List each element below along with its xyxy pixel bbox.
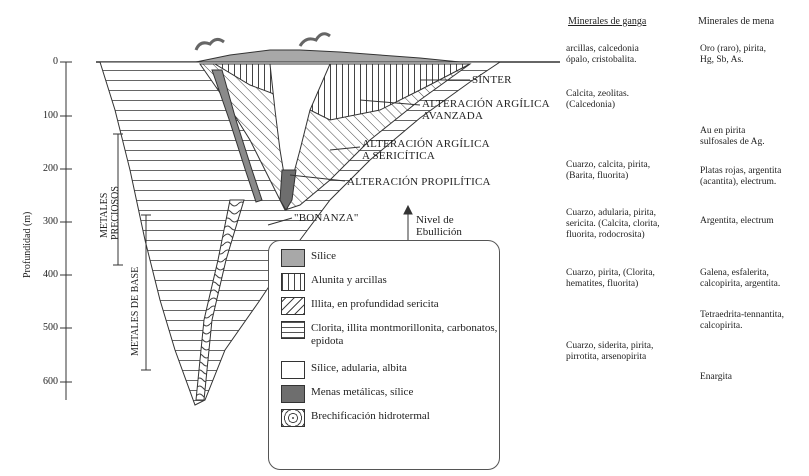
legend-box: Sílice Alunita y arcillas Illita, en pro… xyxy=(268,240,500,470)
ore-row: Platas rojas, argentita(acantita), elect… xyxy=(700,166,782,187)
precious-metals-bracket xyxy=(113,133,123,266)
gangue-row: Cuarzo, pirita, (Clorita,hematites, fluo… xyxy=(566,268,655,289)
tick-label: 200 xyxy=(43,163,58,174)
tick-label: 100 xyxy=(43,110,58,121)
precious-metals-label: METALES xyxy=(99,192,110,238)
advanced-argillic-label: AVANZADA xyxy=(422,110,484,122)
sinter-label: SÍNTER xyxy=(472,74,512,86)
tick-label: 300 xyxy=(43,216,58,227)
legend-swatch-breccia xyxy=(281,409,305,427)
propylitic-label: ALTERACIÓN PROPILÍTICA xyxy=(347,176,491,188)
tick-label: 0 xyxy=(53,56,58,67)
precious-metals-label: PRECIOSOS xyxy=(110,186,121,240)
ore-row: Oro (raro), pirita,Hg, Sb, As. xyxy=(700,44,766,65)
gangue-row: Cuarzo, siderita, pirita,pirrotita, arse… xyxy=(566,341,654,362)
steam-plume-left xyxy=(194,37,225,51)
legend-swatch-ore xyxy=(281,385,305,403)
ore-row: Argentita, electrum xyxy=(700,216,774,226)
legend-swatch-illite xyxy=(281,297,305,315)
ore-row: Enargita xyxy=(700,372,733,382)
argillic-sericitic-label: A SERICÍTICA xyxy=(362,150,435,162)
legend-swatch-alunite xyxy=(281,273,305,291)
gangue-row: Cuarzo, adularia, pirita,sericita. (Calc… xyxy=(566,208,660,240)
gangue-minerals-header: Minerales de ganga xyxy=(568,16,647,27)
ore-minerals-header: Minerales de mena xyxy=(698,16,775,27)
boiling-level-label: Ebullición xyxy=(416,226,462,238)
argillic-sericitic-label: ALTERACIÓN ARGÍLICA xyxy=(362,138,490,150)
steam-plume-right xyxy=(298,32,331,47)
base-metals-label: METALES DE BASE xyxy=(130,266,141,356)
breccia-feeder xyxy=(195,199,245,401)
gangue-row: Cuarzo, calcita, pirita,(Barita, fluorit… xyxy=(566,160,651,181)
legend-swatch-chlorite xyxy=(281,321,305,339)
propylitic-zone xyxy=(99,61,502,406)
depth-axis xyxy=(60,61,72,400)
sinter-cap xyxy=(195,49,461,63)
gangue-row: Calcita, zeolitas.(Calcedonia) xyxy=(566,89,630,110)
advanced-argillic-label: ALTERACIÓN ARGÍLICA xyxy=(422,98,550,110)
argillic-sericitic-zone xyxy=(199,63,472,211)
tick-label: 500 xyxy=(43,322,58,333)
bonanza-label: "BONANZA" xyxy=(294,212,359,224)
ore-vein-left xyxy=(211,69,263,203)
ore-row: Tetraedrita-tennantita,calcopirita. xyxy=(700,310,784,331)
ore-row: Galena, esfalerita,calcopirita, argentit… xyxy=(700,268,781,289)
base-metals-bracket xyxy=(141,214,151,371)
leader-lines xyxy=(267,79,470,226)
legend-swatch-silica xyxy=(281,249,305,267)
ore-vein-main xyxy=(279,169,297,211)
legend-swatch-adularia xyxy=(281,361,305,379)
boiling-level-label: Nivel de xyxy=(416,214,454,226)
tick-label: 600 xyxy=(43,376,58,387)
tick-label: 400 xyxy=(43,269,58,280)
